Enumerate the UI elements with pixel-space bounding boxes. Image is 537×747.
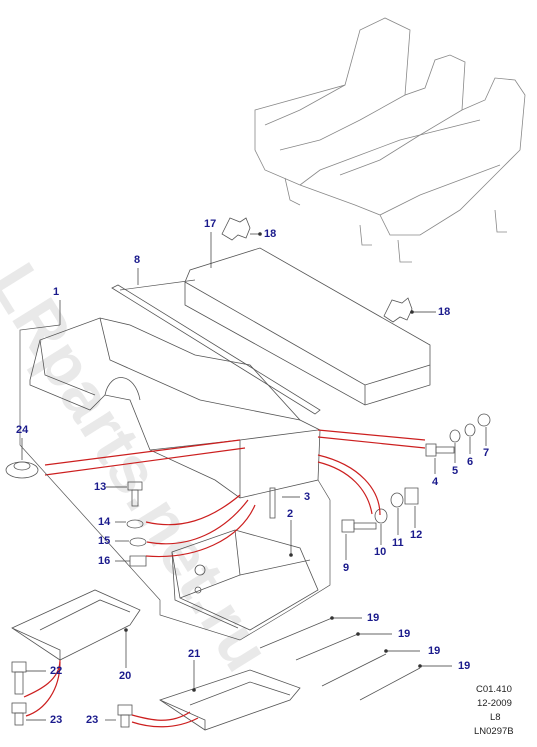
callout-19-c[interactable]: 19 <box>428 645 441 657</box>
strip-19b <box>295 633 359 661</box>
callout-9[interactable]: 9 <box>343 562 350 574</box>
reference-drawing: LN0297B <box>474 726 514 737</box>
red-line-9b <box>317 461 373 515</box>
callout-19-d[interactable]: 19 <box>458 660 471 672</box>
callout-5[interactable]: 5 <box>452 465 459 477</box>
callout-21[interactable]: 21 <box>188 648 201 660</box>
callout-15[interactable]: 15 <box>98 535 111 547</box>
callout-20[interactable]: 20 <box>119 670 132 682</box>
washer-10 <box>374 508 388 524</box>
washer-14 <box>126 519 144 529</box>
stud-3 <box>269 487 276 519</box>
red-line-24b <box>44 447 246 476</box>
bolt-23b <box>117 704 133 728</box>
callout-24[interactable]: 24 <box>16 424 29 436</box>
washer-11 <box>390 492 404 508</box>
nut-12 <box>404 487 419 505</box>
reference-model: L8 <box>490 712 501 723</box>
red-line-23a <box>25 661 61 717</box>
bolt-22 <box>11 661 27 695</box>
callout-17[interactable]: 17 <box>204 218 217 230</box>
bracket-18a <box>221 217 251 241</box>
reference-date: 12-2009 <box>477 698 512 709</box>
red-line-14 <box>145 494 241 526</box>
strip-8 <box>111 284 321 415</box>
callout-1[interactable]: 1 <box>53 286 60 298</box>
callout-19-a[interactable]: 19 <box>367 612 380 624</box>
bolt-13 <box>127 481 143 507</box>
callout-7[interactable]: 7 <box>483 447 490 459</box>
group-frame <box>19 324 331 641</box>
red-line-23b <box>131 711 191 721</box>
nut-7 <box>477 413 491 427</box>
strip-19d <box>359 667 421 701</box>
strip-19a <box>259 617 333 649</box>
bolt-23a <box>11 702 27 726</box>
callout-6[interactable]: 6 <box>467 456 474 468</box>
callout-11[interactable]: 11 <box>392 537 404 549</box>
callout-10[interactable]: 10 <box>374 546 387 558</box>
callout-2[interactable]: 2 <box>287 508 294 520</box>
floor-panel-17 <box>184 247 431 406</box>
washer-15 <box>129 537 147 547</box>
red-line-4a <box>317 429 426 441</box>
callout-23-left[interactable]: 23 <box>50 714 63 726</box>
red-line-4b <box>317 436 426 449</box>
callout-4[interactable]: 4 <box>432 476 439 488</box>
callout-18-right[interactable]: 18 <box>438 306 451 318</box>
bolt-9 <box>341 519 377 533</box>
callout-8[interactable]: 8 <box>134 254 141 266</box>
red-line-24a <box>44 439 241 466</box>
bracket-18b <box>383 297 413 323</box>
washer-6 <box>464 423 476 437</box>
callout-16[interactable]: 16 <box>98 555 111 567</box>
mounting-plate-21 <box>159 669 301 731</box>
strip-19c <box>321 653 387 687</box>
callout-22[interactable]: 22 <box>50 665 63 677</box>
nut-16 <box>129 555 147 567</box>
reference-code: C01.410 <box>476 684 512 695</box>
mounting-plate-20 <box>11 589 141 661</box>
seat-assembly <box>254 17 526 263</box>
callout-13[interactable]: 13 <box>94 481 107 493</box>
callout-12[interactable]: 12 <box>410 529 423 541</box>
red-line-15 <box>146 499 249 545</box>
red-line-16 <box>145 504 256 558</box>
washer-5 <box>449 429 461 443</box>
callout-3[interactable]: 3 <box>304 491 311 503</box>
callout-18-top[interactable]: 18 <box>264 228 277 240</box>
red-line-23c <box>131 717 199 728</box>
bolt-4 <box>425 443 455 457</box>
callout-14[interactable]: 14 <box>98 516 111 528</box>
storage-box-2 <box>171 529 319 631</box>
callout-19-b[interactable]: 19 <box>398 628 411 640</box>
callout-23-right[interactable]: 23 <box>86 714 99 726</box>
red-line-9a <box>317 454 381 516</box>
